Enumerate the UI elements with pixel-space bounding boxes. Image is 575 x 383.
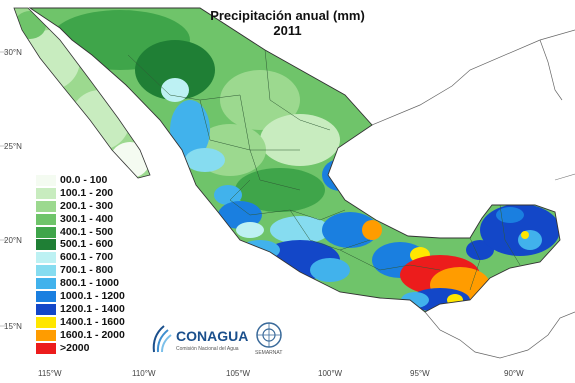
conagua-logo: CONAGUA Comisión Nacional del Agua [150, 320, 310, 364]
legend-item: 00.0 - 100 [36, 174, 176, 187]
map-title: Precipitación anual (mm) [210, 8, 365, 23]
lon-label-110: 110°W [132, 369, 156, 378]
legend-swatch [36, 278, 56, 290]
cuba-outline [554, 173, 575, 181]
seal-caption: SEMARNAT [255, 350, 283, 356]
legend-swatch [36, 291, 56, 303]
legend-item: 800.1 - 1000 [36, 277, 176, 290]
legend-swatch [36, 316, 56, 328]
lat-label-25: 25°N [4, 142, 22, 151]
florida-outline [539, 39, 563, 101]
legend-label: 200.1 - 300 [60, 199, 114, 212]
lat-label-15: 15°N [4, 322, 22, 331]
precipitation-legend: 00.0 - 100 100.1 - 200 200.1 - 300 300.1… [36, 174, 176, 354]
legend-label: >2000 [60, 341, 90, 354]
legend-swatch [36, 303, 56, 315]
legend-item: 100.1 - 200 [36, 187, 176, 200]
legend-swatch [36, 175, 56, 186]
legend-item: 400.1 - 500 [36, 226, 176, 239]
legend-swatch [36, 252, 56, 264]
legend-item: 200.1 - 300 [36, 200, 176, 213]
lat-label-20: 20°N [4, 236, 22, 245]
legend-label: 1400.1 - 1600 [60, 315, 125, 328]
state-boundaries [127, 49, 521, 291]
legend-item: 700.1 - 800 [36, 264, 176, 277]
map-year: 2011 [273, 23, 302, 38]
legend-label: 00.0 - 100 [60, 174, 108, 186]
lat-label-30: 30°N [4, 48, 22, 57]
legend-swatch [36, 226, 56, 238]
legend-label: 600.1 - 700 [60, 251, 114, 264]
lon-label-90: 90°W [504, 369, 524, 378]
legend-label: 700.1 - 800 [60, 264, 114, 277]
legend-swatch [36, 239, 56, 251]
legend-item: 1600.1 - 2000 [36, 329, 176, 342]
lon-label-95: 95°W [410, 369, 430, 378]
conagua-subtitle: Comisión Nacional del Agua [176, 346, 239, 352]
legend-item: 300.1 - 400 [36, 213, 176, 226]
legend-label: 300.1 - 400 [60, 212, 114, 225]
semarnat-seal: SEMARNAT [254, 320, 288, 360]
seal-icon [256, 322, 282, 348]
legend-item: >2000 [36, 342, 176, 355]
lon-label-115: 115°W [38, 369, 62, 378]
legend-swatch [36, 213, 56, 225]
legend-swatch [36, 187, 56, 199]
legend-swatch [36, 342, 56, 354]
legend-swatch [36, 329, 56, 341]
lon-label-105: 105°W [226, 369, 251, 378]
legend-label: 1000.1 - 1200 [60, 290, 125, 303]
legend-swatch [36, 265, 56, 277]
central-america-outline [424, 311, 575, 359]
legend-label: 400.1 - 500 [60, 225, 114, 238]
conagua-wordmark: CONAGUA [176, 328, 249, 344]
legend-label: 500.1 - 600 [60, 238, 114, 251]
legend-label: 1200.1 - 1400 [60, 302, 125, 315]
legend-item: 1000.1 - 1200 [36, 290, 176, 303]
legend-item: 1200.1 - 1400 [36, 303, 176, 316]
legend-item: 500.1 - 600 [36, 238, 176, 251]
legend-label: 1600.1 - 2000 [60, 328, 125, 341]
conagua-emblem-icon [152, 325, 172, 353]
legend-label: 800.1 - 1000 [60, 277, 119, 290]
lon-label-100: 100°W [318, 369, 343, 378]
mexico-outline [28, 7, 561, 313]
legend-swatch [36, 200, 56, 212]
legend-label: 100.1 - 200 [60, 186, 114, 199]
legend-item: 600.1 - 700 [36, 251, 176, 264]
legend-item: 1400.1 - 1600 [36, 316, 176, 329]
